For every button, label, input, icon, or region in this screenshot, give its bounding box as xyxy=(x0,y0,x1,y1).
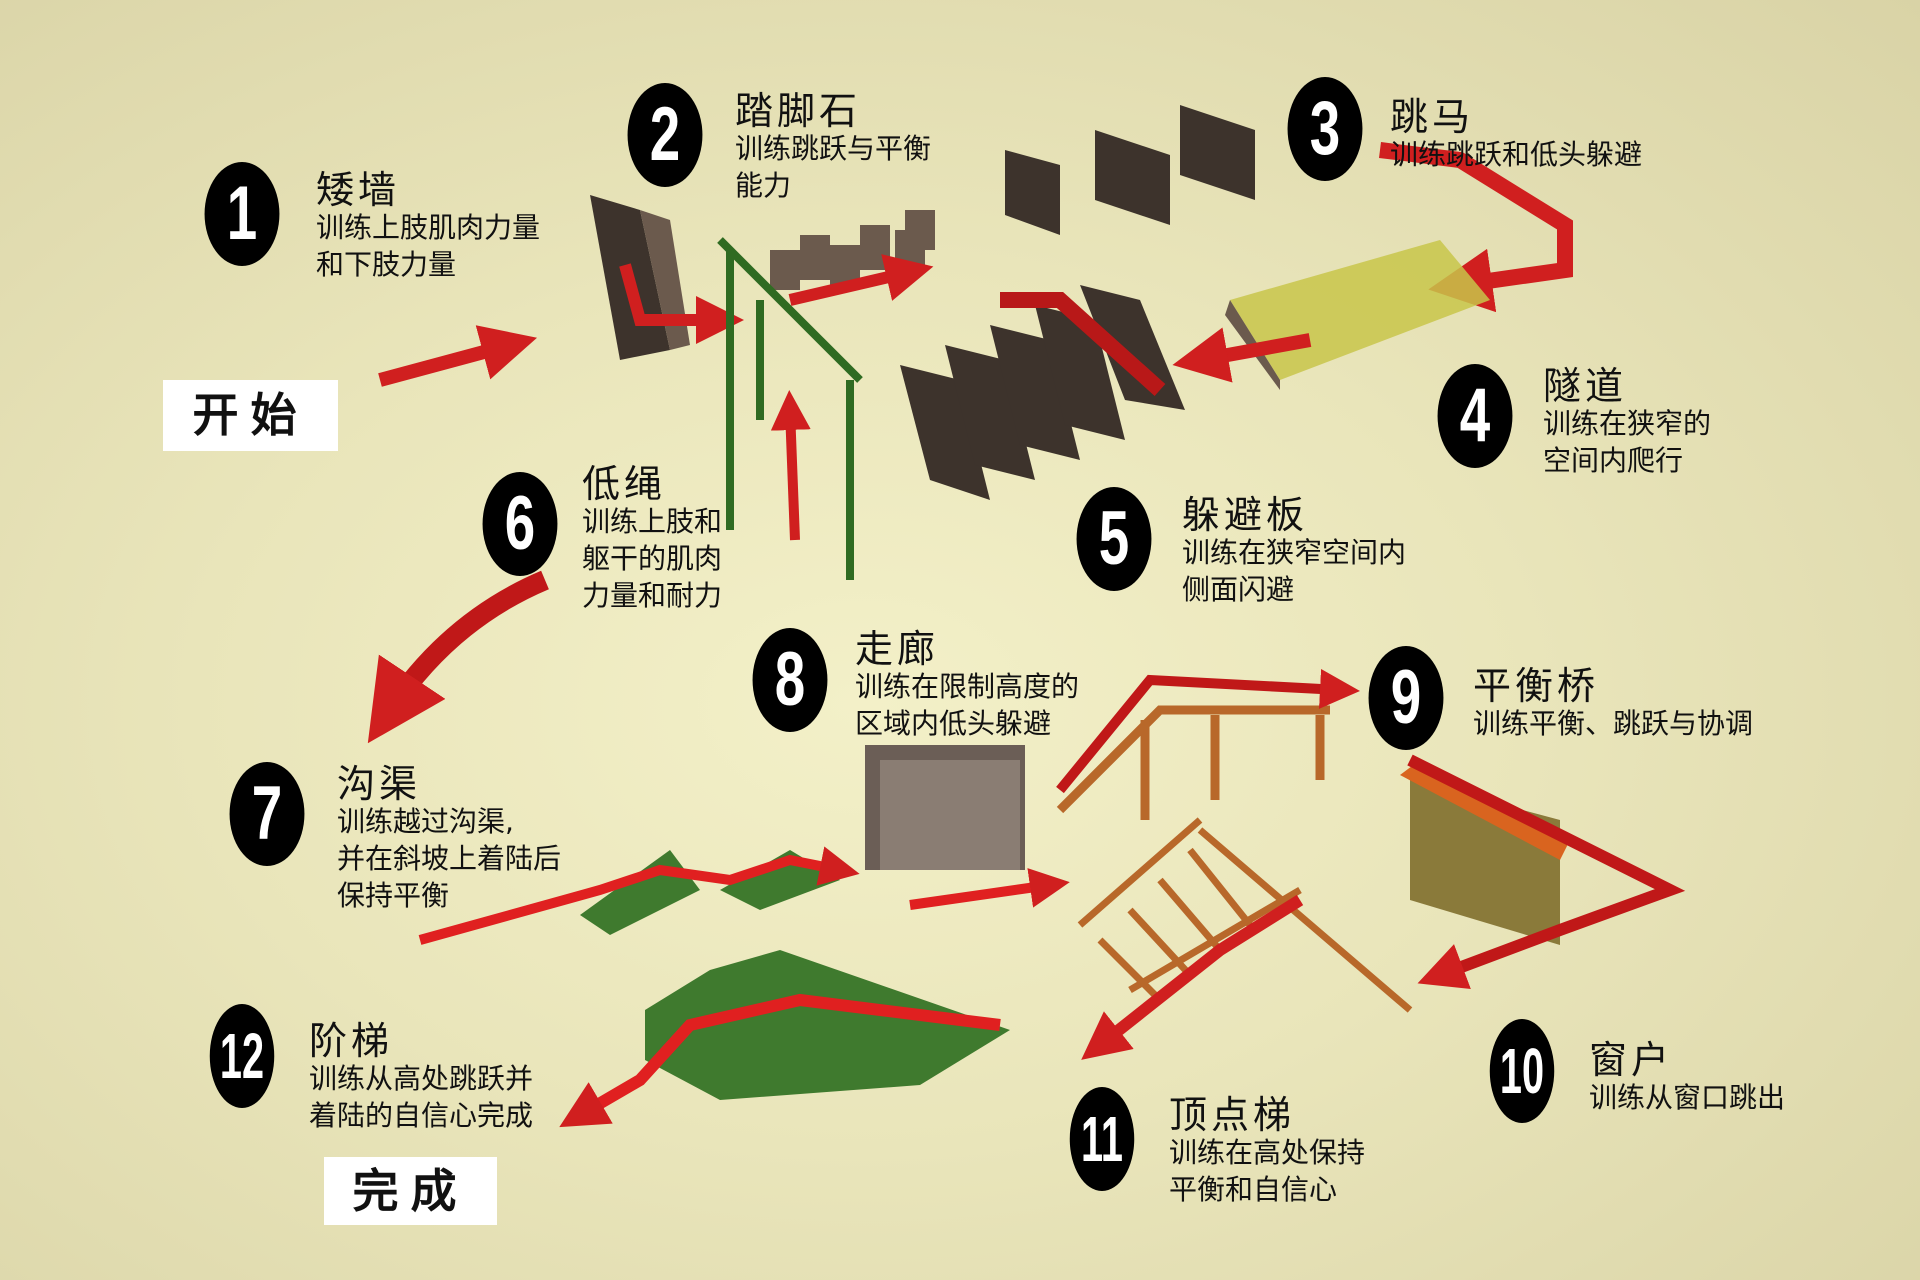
station-description-line: 训练平衡、跳跃与协调 xyxy=(1473,707,1754,740)
obstacle-window xyxy=(1400,760,1570,945)
station-number-badge: 5 xyxy=(1076,487,1152,591)
station-number-badge: 6 xyxy=(482,472,558,576)
station-description-line: 能力 xyxy=(735,169,792,202)
station-description-line: 并在斜坡上着陆后 xyxy=(337,842,562,875)
station-description-line: 着陆的自信心完成 xyxy=(309,1099,534,1132)
station-number-badge: 4 xyxy=(1437,364,1513,468)
station-description-line: 训练上肢和 xyxy=(582,505,723,538)
station-description-line: 训练从窗口跳出 xyxy=(1589,1081,1786,1114)
station-number-badge: 9 xyxy=(1368,646,1444,750)
arrow-9-10 xyxy=(1407,754,1686,990)
arrow-bridge xyxy=(1056,668,1360,794)
obstacle-low-wall xyxy=(590,195,690,360)
arrow-4-5 xyxy=(1172,327,1312,383)
station-title: 矮墙 xyxy=(316,168,401,212)
station-description-line: 训练跳跃与平衡 xyxy=(735,132,932,165)
obstacle-steps xyxy=(645,950,1010,1100)
station-title: 走廊 xyxy=(855,627,940,671)
station-number-badge: 10 xyxy=(1489,1019,1555,1123)
station-title: 跳马 xyxy=(1390,95,1475,139)
station-description-line: 训练跳跃和低头躲避 xyxy=(1390,138,1643,171)
station-title: 踏脚石 xyxy=(735,89,862,133)
obstacle-balance-bridge xyxy=(1056,705,1330,820)
station-description-line: 保持平衡 xyxy=(337,879,450,912)
station-number-badge: 7 xyxy=(229,762,305,866)
station-title: 窗户 xyxy=(1589,1038,1674,1082)
arrow-2-3 xyxy=(788,254,934,306)
station-description-line: 平衡和自信心 xyxy=(1169,1173,1338,1206)
station-description-line: 训练越过沟渠, xyxy=(337,805,514,838)
start-label: 开始 xyxy=(163,380,338,451)
station-title: 沟渠 xyxy=(337,762,422,806)
arrow-dodge xyxy=(1000,292,1166,396)
station-description-line: 训练从高处跳跃并 xyxy=(309,1062,534,1095)
station-number-badge: 8 xyxy=(752,628,828,732)
station-description-line: 区域内低头躲避 xyxy=(855,707,1052,740)
obstacle-dodge-boards xyxy=(900,285,1185,500)
station-description-line: 训练在狭窄空间内 xyxy=(1182,536,1407,569)
station-title: 隧道 xyxy=(1543,364,1628,408)
station-description-line: 训练在限制高度的 xyxy=(855,670,1080,703)
obstacle-low-rope xyxy=(717,237,863,580)
obstacle-apex-ladder xyxy=(1077,817,1413,1013)
station-number-badge: 11 xyxy=(1069,1087,1135,1191)
arrow-ladder xyxy=(1081,894,1304,1060)
finish-label: 完成 xyxy=(324,1157,497,1225)
station-title: 低绳 xyxy=(582,462,667,506)
station-description-line: 和下肢力量 xyxy=(316,248,457,281)
station-number-badge: 2 xyxy=(627,83,703,187)
arrow-1-2 xyxy=(619,263,744,344)
station-number-badge: 1 xyxy=(204,162,280,266)
obstacle-corridor xyxy=(865,745,1025,870)
station-description-line: 力量和耐力 xyxy=(582,579,723,612)
station-number-badge: 12 xyxy=(209,1004,275,1108)
station-title: 顶点梯 xyxy=(1169,1093,1296,1137)
station-description-line: 训练在狭窄的 xyxy=(1543,407,1712,440)
arrow-start xyxy=(378,325,538,387)
station-title: 躲避板 xyxy=(1182,493,1309,537)
arrow-corridor xyxy=(909,868,1070,910)
arrow-rope xyxy=(770,390,811,541)
obstacle-tunnel xyxy=(1225,240,1490,390)
station-title: 阶梯 xyxy=(309,1019,394,1063)
station-title: 平衡桥 xyxy=(1473,664,1600,708)
obstacle-stepping-stones xyxy=(770,210,935,290)
station-number-badge: 3 xyxy=(1287,77,1363,181)
arrow-3-4 xyxy=(1379,142,1573,313)
station-description-line: 侧面闪避 xyxy=(1182,573,1295,606)
station-description-line: 躯干的肌肉 xyxy=(582,542,723,575)
arrow-6-7 xyxy=(367,570,549,744)
obstacle-vault xyxy=(1005,105,1255,235)
station-description-line: 训练上肢肌肉力量 xyxy=(316,211,541,244)
arrow-ditch xyxy=(418,846,860,945)
station-description-line: 训练在高处保持 xyxy=(1169,1136,1366,1169)
arrow-finish xyxy=(559,993,1001,1128)
station-description-line: 空间内爬行 xyxy=(1543,444,1684,477)
